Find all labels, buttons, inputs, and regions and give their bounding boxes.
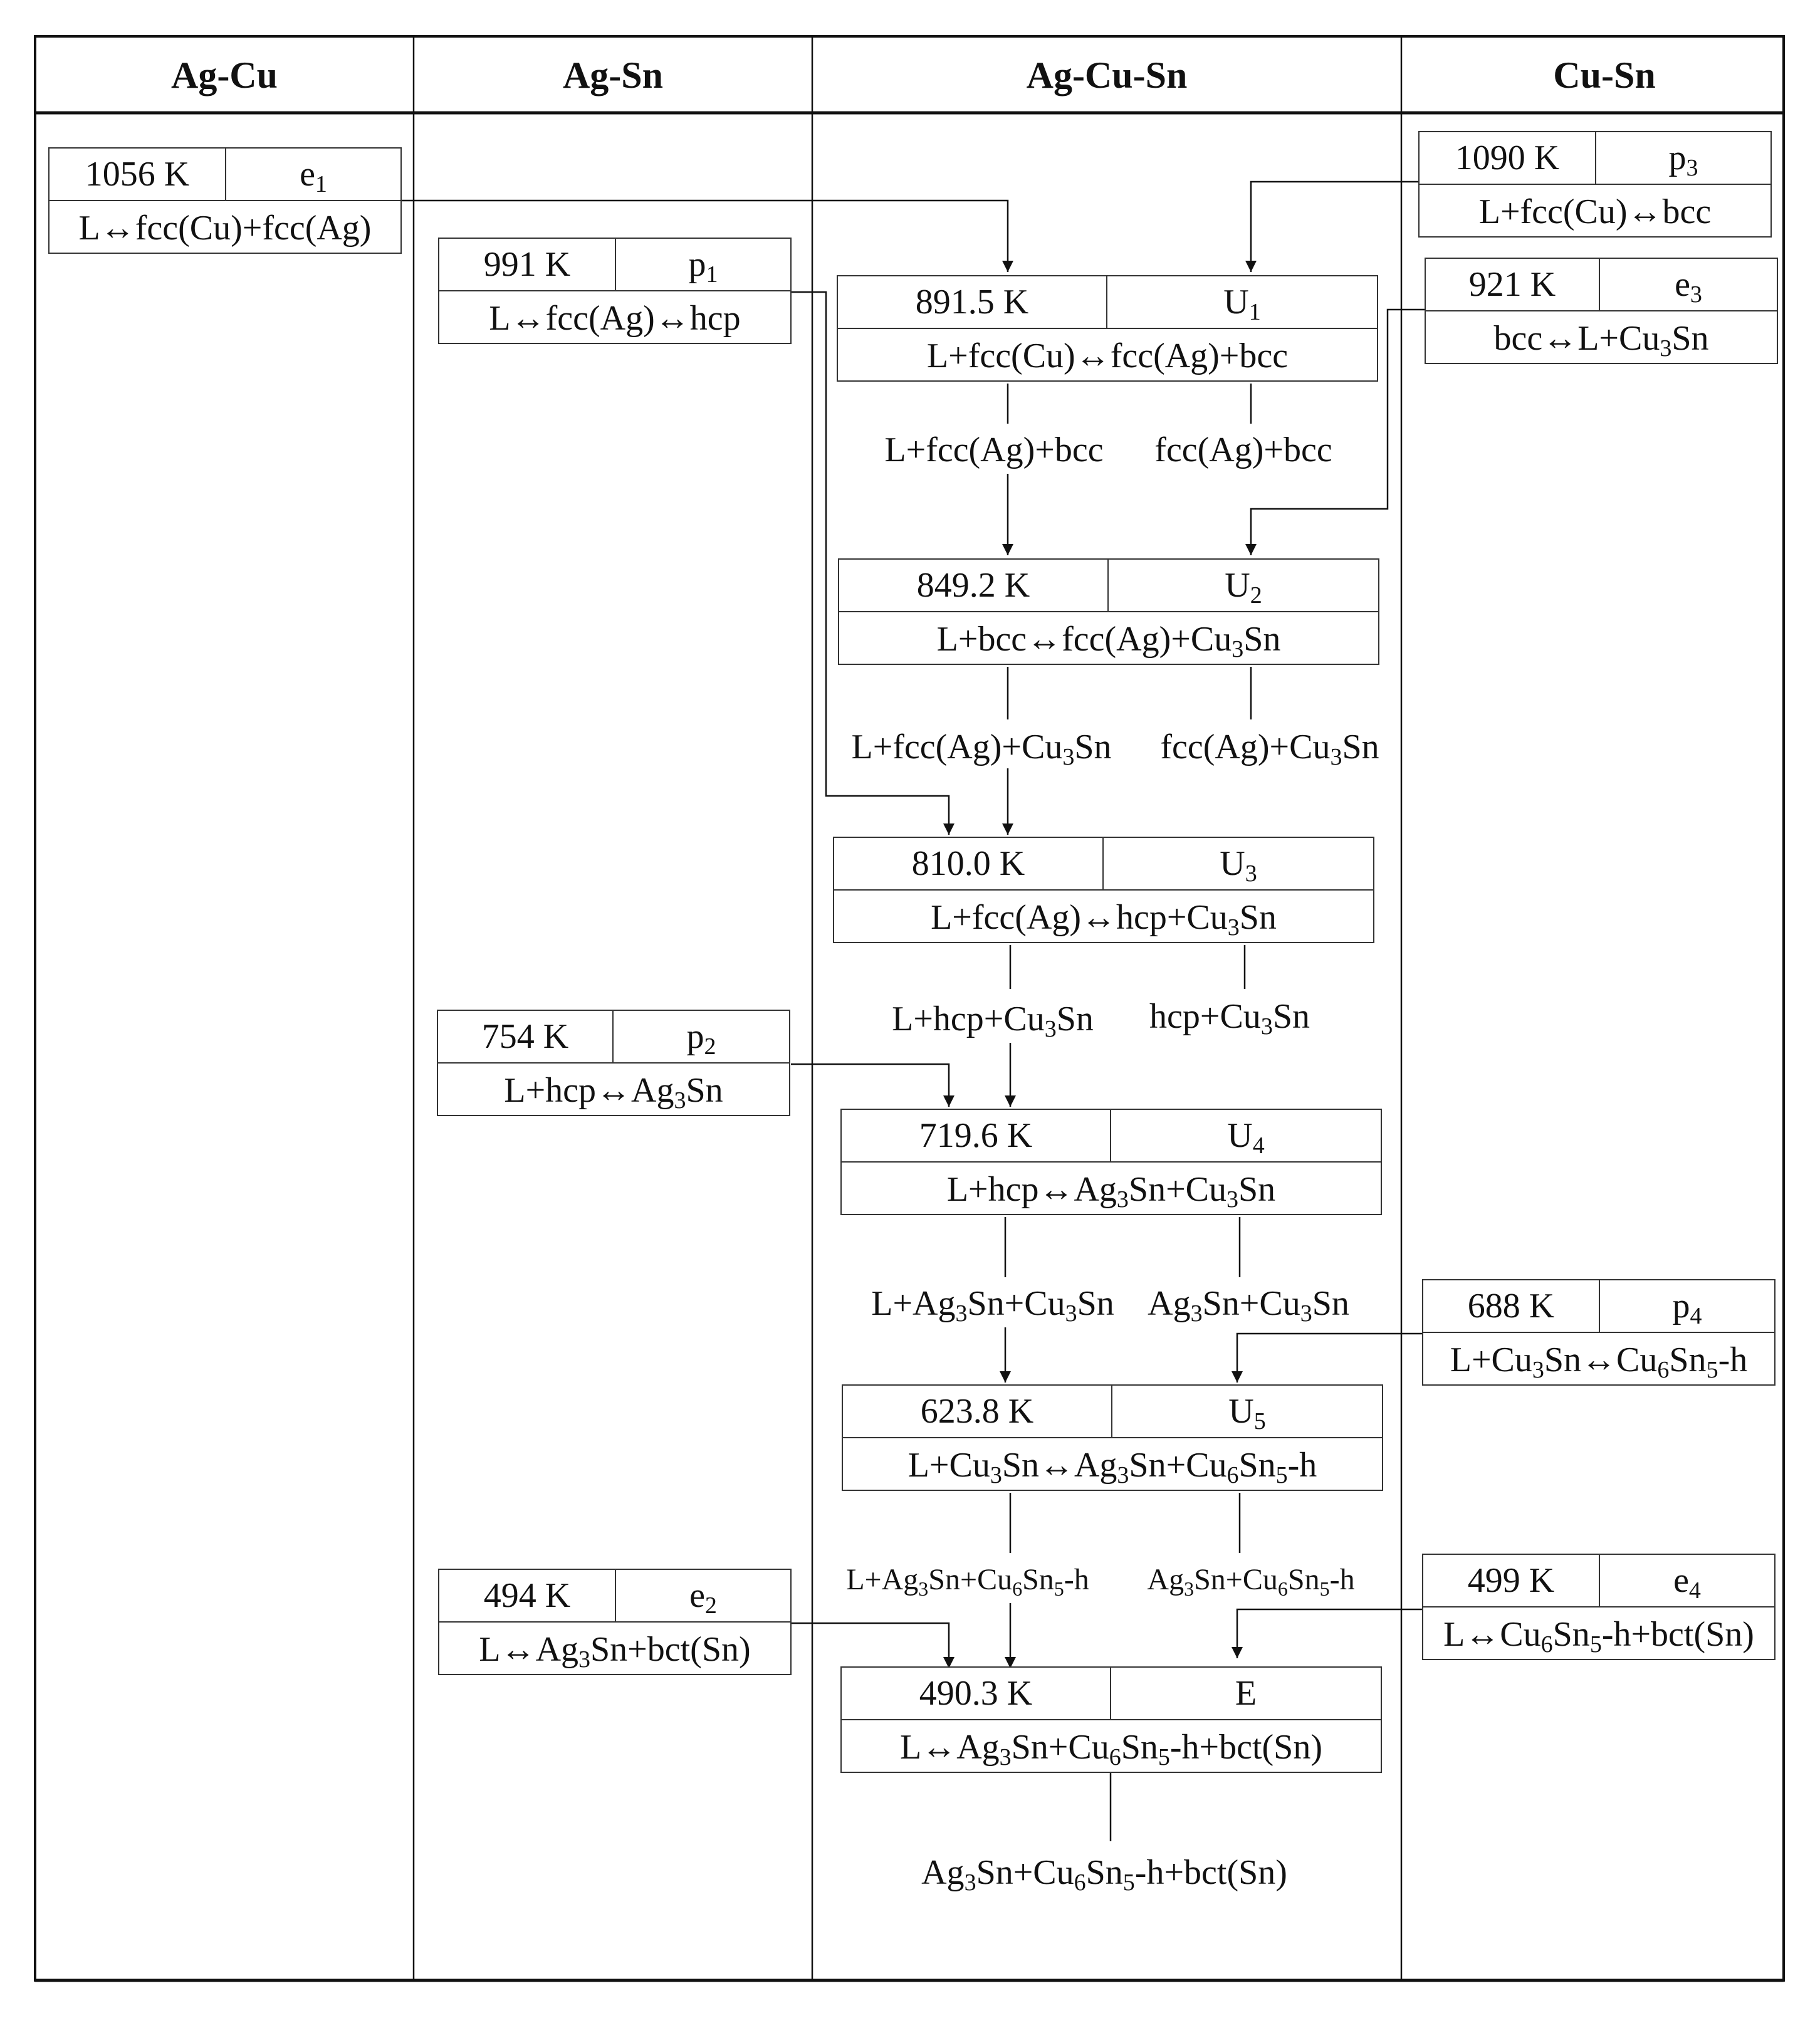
reaction-box: 891.5 K U1​ L+fcc(Cu)↔fcc(Ag)+bcc <box>837 275 1378 382</box>
box-reaction: L+fcc(Ag)↔hcp+Cu3​Sn <box>931 898 1277 941</box>
box-reaction: L↔fcc(Ag)↔hcp <box>489 299 740 338</box>
reaction-box: 623.8 K U5​ L+Cu3​Sn↔Ag3​Sn+Cu6​Sn5​-h <box>842 1384 1383 1491</box>
box-temperature: 891.5 K <box>916 283 1028 321</box>
header-cu-sn: Cu-Sn <box>1553 55 1655 96</box>
arrow-e2-to-e <box>791 1622 954 1668</box>
arrow-p2-to-u4 <box>791 1063 954 1107</box>
box-reaction-type: e4​ <box>1673 1561 1701 1604</box>
box-temperature: 810.0 K <box>912 844 1025 883</box>
reaction-box: 490.3 K E L↔Ag3​Sn+Cu6​Sn5​-h+bct(Sn) <box>840 1666 1382 1773</box>
box-reaction: L+fcc(Cu)↔bcc <box>1479 192 1712 231</box>
box-reaction-type: p3​ <box>1669 139 1698 181</box>
reaction-box: 849.2 K U2​ L+bcc↔fcc(Ag)+Cu3​Sn <box>838 558 1379 665</box>
reaction-box: 499 K e4​ L↔Cu6​Sn5​-h+bct(Sn) <box>1422 1554 1776 1660</box>
box-reaction-type: U1​ <box>1223 283 1260 325</box>
reaction-box: 754 K p2​ L+hcp↔Ag3​Sn <box>437 1010 790 1116</box>
box-temperature: 754 K <box>482 1017 568 1056</box>
box-temperature: 1090 K <box>1455 139 1559 177</box>
arrow-e3-to-u2 <box>1245 308 1425 555</box>
box-temperature: 719.6 K <box>919 1116 1032 1155</box>
table-frame <box>34 35 1785 1982</box>
box-temperature: 494 K <box>484 1576 570 1615</box>
column-headers: Ag-Cu Ag-Sn Ag-Cu-Sn Cu-Sn <box>171 55 1656 96</box>
arrow-p3-to-u1 <box>1245 180 1419 272</box>
box-temperature: 1056 K <box>85 155 189 194</box>
phase-label: Ag3​Sn+Cu3​Sn <box>1148 1284 1349 1327</box>
box-reaction-type: e2​ <box>689 1576 717 1619</box>
box-reaction: L↔Cu6​Sn5​-h+bct(Sn) <box>1443 1615 1754 1658</box>
arrow-e1-to-u1 <box>401 199 1013 272</box>
reaction-box: 1056 K e1​ L↔fcc(Cu)+fcc(Ag) <box>48 147 402 254</box>
header-ag-sn: Ag-Sn <box>563 55 663 96</box>
header-ag-cu: Ag-Cu <box>171 55 278 96</box>
reaction-box: 688 K p4​ L+Cu3​Sn↔Cu6​Sn5​-h <box>1422 1279 1776 1386</box>
box-reaction-type: U2​ <box>1225 566 1262 609</box>
box-reaction-type: U5​ <box>1228 1392 1265 1435</box>
box-reaction: L+hcp↔Ag3​Sn+Cu3​Sn <box>947 1170 1275 1213</box>
phase-label-text: L+hcp+Cu3​Sn <box>892 1000 1094 1042</box>
connector-lines <box>401 180 1430 1841</box>
reaction-box: 1090 K p3​ L+fcc(Cu)↔bcc <box>1418 131 1772 238</box>
box-reaction-type: e1​ <box>300 155 327 197</box>
phase-label: Ag3​Sn+Cu6​Sn5​-h+bct(Sn) <box>921 1853 1287 1896</box>
phase-label-text: L+fcc(Ag)+Cu3​Sn <box>852 728 1112 770</box>
phase-label: Ag3​Sn+Cu6​Sn5​-h <box>1147 1563 1354 1600</box>
header-ag-cu-sn: Ag-Cu-Sn <box>1027 55 1188 96</box>
phase-label-text: L+fcc(Ag)+bcc <box>884 431 1103 469</box>
phase-label-text: Ag3​Sn+Cu6​Sn5​-h <box>1147 1563 1354 1600</box>
reaction-box: 810.0 K U3​ L+fcc(Ag)↔hcp+Cu3​Sn <box>833 837 1374 943</box>
box-temperature: 490.3 K <box>919 1674 1032 1713</box>
phase-label: L+fcc(Ag)+bcc <box>884 431 1103 469</box>
box-temperature: 499 K <box>1468 1561 1554 1600</box>
box-temperature: 991 K <box>484 245 570 284</box>
phase-label-text: L+Ag3​Sn+Cu6​Sn5​-h <box>846 1563 1089 1600</box>
box-temperature: 623.8 K <box>921 1392 1033 1431</box>
box-reaction: L+hcp↔Ag3​Sn <box>504 1071 723 1114</box>
box-temperature: 688 K <box>1468 1287 1554 1325</box>
box-reaction: L+Cu3​Sn↔Ag3​Sn+Cu6​Sn5​-h <box>908 1446 1317 1488</box>
reaction-box: 719.6 K U4​ L+hcp↔Ag3​Sn+Cu3​Sn <box>840 1109 1382 1215</box>
box-reaction-type: U4​ <box>1227 1116 1264 1159</box>
phase-label: L+hcp+Cu3​Sn <box>892 1000 1094 1042</box>
box-reaction: L+Cu3​Sn↔Cu6​Sn5​-h <box>1450 1341 1747 1383</box>
phase-label: fcc(Ag)+bcc <box>1154 431 1332 469</box>
box-reaction: L↔fcc(Cu)+fcc(Ag) <box>79 209 372 248</box>
box-temperature: 921 K <box>1469 265 1556 304</box>
box-reaction-type: e3​ <box>1675 265 1702 308</box>
phase-label-text: Ag3​Sn+Cu6​Sn5​-h+bct(Sn) <box>921 1853 1287 1896</box>
phase-label-text: fcc(Ag)+Cu3​Sn <box>1160 728 1379 770</box>
box-temperature: 849.2 K <box>917 566 1030 605</box>
box-reaction-type: p2​ <box>687 1017 716 1060</box>
reaction-box: 991 K p1​ L↔fcc(Ag)↔hcp <box>438 238 792 344</box>
arrow-e4-to-e <box>1232 1608 1430 1658</box>
box-reaction-type: E <box>1235 1674 1257 1713</box>
phase-label-text: Ag3​Sn+Cu3​Sn <box>1148 1284 1349 1327</box>
box-reaction-type: U3​ <box>1220 844 1257 887</box>
arrow-p4-to-u5 <box>1232 1332 1430 1383</box>
box-reaction: L↔Ag3​Sn+bct(Sn) <box>479 1630 750 1673</box>
phase-label: hcp+Cu3​Sn <box>1149 997 1310 1040</box>
reaction-box: 921 K e3​ bcc↔L+Cu3​Sn <box>1425 258 1778 364</box>
reaction-box: 494 K e2​ L↔Ag3​Sn+bct(Sn) <box>438 1569 792 1675</box>
box-reaction: L↔Ag3​Sn+Cu6​Sn5​-h+bct(Sn) <box>900 1728 1322 1770</box>
box-reaction: L+fcc(Cu)↔fcc(Ag)+bcc <box>927 337 1288 375</box>
phase-label: L+Ag3​Sn+Cu6​Sn5​-h <box>846 1563 1089 1600</box>
phase-label-text: hcp+Cu3​Sn <box>1149 997 1310 1040</box>
phase-label: L+fcc(Ag)+Cu3​Sn <box>852 728 1112 770</box>
box-reaction: bcc↔L+Cu3​Sn <box>1493 319 1708 362</box>
arrow-p1-to-u3 <box>791 291 954 835</box>
phase-label: fcc(Ag)+Cu3​Sn <box>1160 728 1379 770</box>
phase-label-text: fcc(Ag)+bcc <box>1154 431 1332 469</box>
box-reaction: L+bcc↔fcc(Ag)+Cu3​Sn <box>937 620 1281 662</box>
box-reaction-type: p4​ <box>1673 1287 1702 1329</box>
phase-label-text: L+Ag3​Sn+Cu3​Sn <box>871 1284 1114 1327</box>
phase-label: L+Ag3​Sn+Cu3​Sn <box>871 1284 1114 1327</box>
box-reaction-type: p1​ <box>689 245 718 288</box>
